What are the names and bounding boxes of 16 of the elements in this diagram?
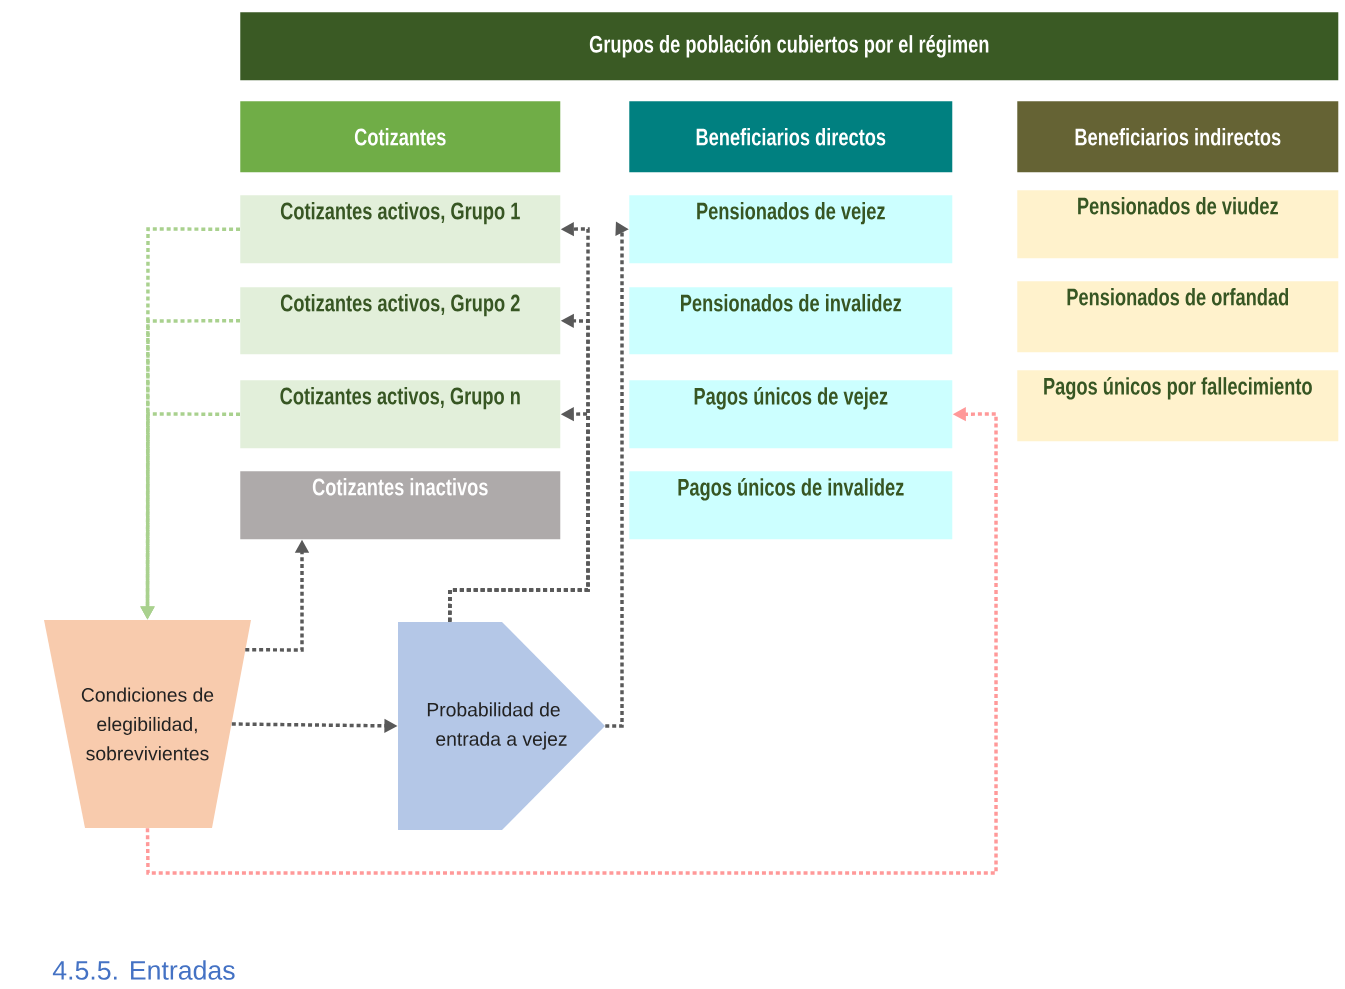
group-box: Pagos únicos de invalidez [629,471,953,540]
column-header: Beneficiarios directos [629,101,953,173]
group-box: Cotizantes activos, Grupo n [240,380,561,449]
column-header: Cotizantes [240,101,561,173]
group-box: Pensionados de vejez [629,195,953,264]
group-box: Pensionados de viudez [1017,190,1339,259]
group-box: Cotizantes activos, Grupo 2 [240,287,561,355]
column-header: Beneficiarios indirectos [1017,101,1339,173]
group-box: Pagos únicos por fallecimiento [1017,370,1339,442]
group-box: Pensionados de orfandad [1017,281,1339,353]
group-box: Cotizantes inactivos [240,471,561,540]
group-box: Cotizantes activos, Grupo 1 [240,195,561,264]
section-heading: 4.5.5. Entradas [52,960,235,980]
header-band: Grupos de población cubiertos por el régimen [240,12,1339,81]
group-box: Pagos únicos de vejez [629,380,953,449]
group-box: Pensionados de invalidez [629,287,953,355]
